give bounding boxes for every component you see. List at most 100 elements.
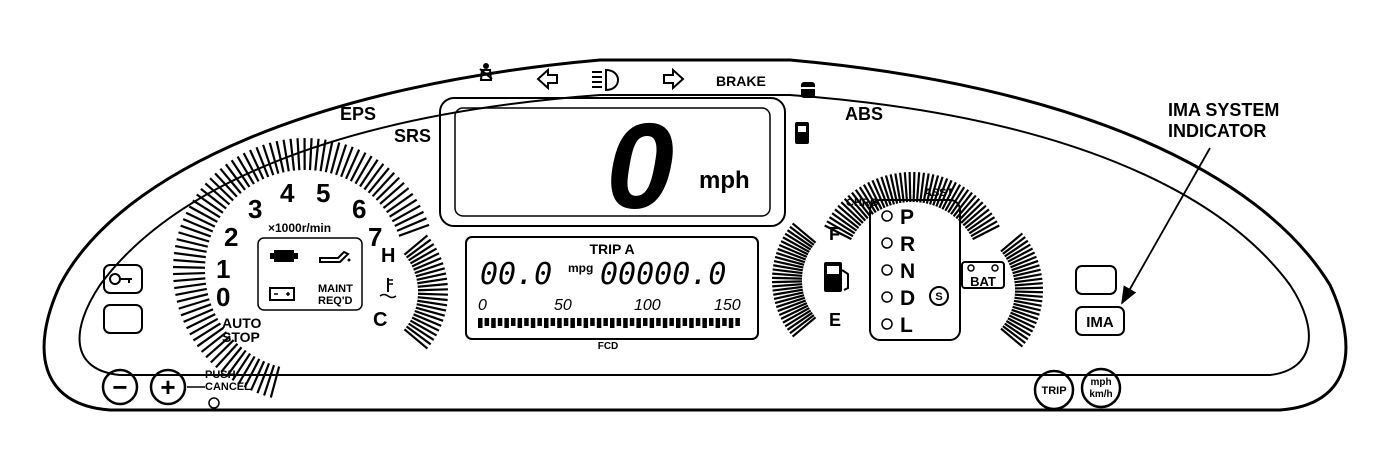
- gear-l-indicator: [882, 319, 892, 329]
- tach-bar-segment: [310, 138, 312, 170]
- fcd-bar-segment: [689, 318, 694, 328]
- gear-p-label: P: [900, 206, 914, 229]
- ima-assist-label: ASST: [924, 187, 954, 199]
- temp-bar-segment: [418, 297, 448, 300]
- speed-unit-label: mph: [699, 167, 750, 194]
- tach-bar-segment: [184, 309, 213, 322]
- fcd-bar-segment: [610, 318, 615, 328]
- abs-warning-label: ABS: [845, 104, 883, 124]
- temp-bar-segment: [418, 284, 448, 287]
- battery-bar-segment: [1015, 283, 1043, 285]
- fcd-bar-segment: [669, 318, 674, 326]
- check-engine-icon: [270, 250, 298, 262]
- fcd-bar-segment: [551, 318, 556, 326]
- fcd-bar-segment: [485, 318, 490, 326]
- ima-bar-segment: [910, 172, 911, 202]
- auto-stop-label-line2: STOP: [222, 329, 260, 345]
- battery-bar-segment: [1015, 295, 1043, 297]
- charging-system-icon: [270, 288, 294, 300]
- fcd-bar-segment: [478, 318, 483, 328]
- left-turn-signal-icon: [538, 70, 557, 88]
- fcd-bar-segment: [524, 318, 529, 326]
- trip-button-label: TRIP: [1041, 385, 1066, 397]
- temp-bar-segment: [418, 289, 448, 290]
- fcd-scale-100: 100: [634, 297, 661, 314]
- fuel-empty-label: E: [829, 310, 841, 330]
- tach-bar-segment: [298, 138, 300, 170]
- battery-bar-segment: [1015, 288, 1043, 289]
- gear-p-indicator: [882, 211, 892, 221]
- units-button-label-line2: km/h: [1089, 389, 1112, 400]
- fcd-bar-segment: [702, 318, 707, 328]
- fcd-bar-segment: [696, 318, 701, 326]
- fcd-bar-segment: [722, 318, 727, 326]
- battery-label: BAT: [970, 274, 996, 289]
- fcd-label: FCD: [598, 341, 619, 352]
- gear-n-label: N: [900, 260, 915, 283]
- fuel-bar-scale: [772, 223, 816, 336]
- fcd-bar-segment: [584, 318, 589, 328]
- speed-digit: 0: [606, 98, 674, 234]
- tach-bar-segment: [173, 267, 205, 268]
- temp-bar-segment: [418, 294, 448, 295]
- right-upper-switch[interactable]: [1076, 266, 1116, 294]
- fcd-bar-segment: [656, 318, 661, 326]
- trip-label: TRIP A: [589, 241, 634, 257]
- fcd-bar-segment: [557, 318, 562, 328]
- fuel-consumption-bar: [478, 318, 740, 328]
- fuel-bar-segment: [772, 278, 802, 279]
- tach-bar-segment: [397, 218, 426, 231]
- gear-l-label: L: [900, 314, 913, 337]
- fcd-bar-segment: [590, 318, 595, 326]
- fcd-bar-segment: [504, 318, 509, 328]
- tach-number-0: 0: [216, 282, 230, 312]
- high-beam-icon: [592, 70, 618, 90]
- fcd-bar-segment: [537, 318, 542, 326]
- gear-n-indicator: [882, 265, 892, 275]
- fcd-bar-segment: [603, 318, 608, 326]
- plus-button-label: +: [160, 372, 175, 402]
- tach-number-4: 4: [280, 178, 295, 208]
- tach-number-3: 3: [248, 194, 262, 224]
- tach-bar-segment: [173, 260, 205, 262]
- battery-bar-segment: [1015, 292, 1043, 293]
- tach-unit-label: ×1000r/min: [268, 221, 331, 235]
- tachometer-bar-scale: [173, 138, 429, 398]
- fcd-bar-segment: [716, 318, 721, 328]
- tach-bar-segment: [250, 150, 263, 179]
- fcd-bar-segment: [577, 318, 582, 326]
- fcd-bar-segment: [498, 318, 503, 326]
- push-cancel-knob-icon[interactable]: [209, 398, 219, 408]
- sport-mode-icon: S: [930, 287, 948, 305]
- temp-cold-label: C: [373, 309, 387, 331]
- tach-bar-segment: [187, 314, 216, 328]
- ima-indicator-label: IMA: [1086, 314, 1114, 331]
- gear-d-label: D: [900, 287, 915, 310]
- fcd-scale-50: 50: [554, 297, 572, 314]
- coolant-temp-icon: [380, 278, 396, 298]
- tach-bar-segment: [174, 284, 206, 288]
- fcd-bar-segment: [735, 318, 740, 326]
- fcd-bar-segment: [617, 318, 622, 326]
- fcd-scale-0: 0: [478, 297, 487, 314]
- tach-bar-segment: [175, 246, 206, 252]
- left-lower-switch[interactable]: [104, 305, 142, 333]
- mpg-unit-label: mpg: [568, 261, 593, 275]
- tach-bar-segment: [346, 150, 359, 179]
- callout-label-line1: IMA SYSTEM: [1168, 100, 1279, 120]
- key-icon: [110, 274, 132, 284]
- fcd-bar-segment: [630, 318, 635, 326]
- tach-number-5: 5: [316, 178, 330, 208]
- temperature-bar-scale: [404, 235, 448, 348]
- low-fuel-lamp-icon: [795, 122, 809, 144]
- odometer-value: 00000.0: [600, 257, 726, 292]
- svg-text:S: S: [935, 291, 942, 303]
- fcd-bar-segment: [683, 318, 688, 326]
- fcd-bar-segment: [623, 318, 628, 328]
- fcd-bar-segment: [544, 318, 549, 328]
- fcd-bar-segment: [650, 318, 655, 328]
- tach-bar-segment: [244, 153, 259, 181]
- oil-pressure-icon: [320, 252, 351, 262]
